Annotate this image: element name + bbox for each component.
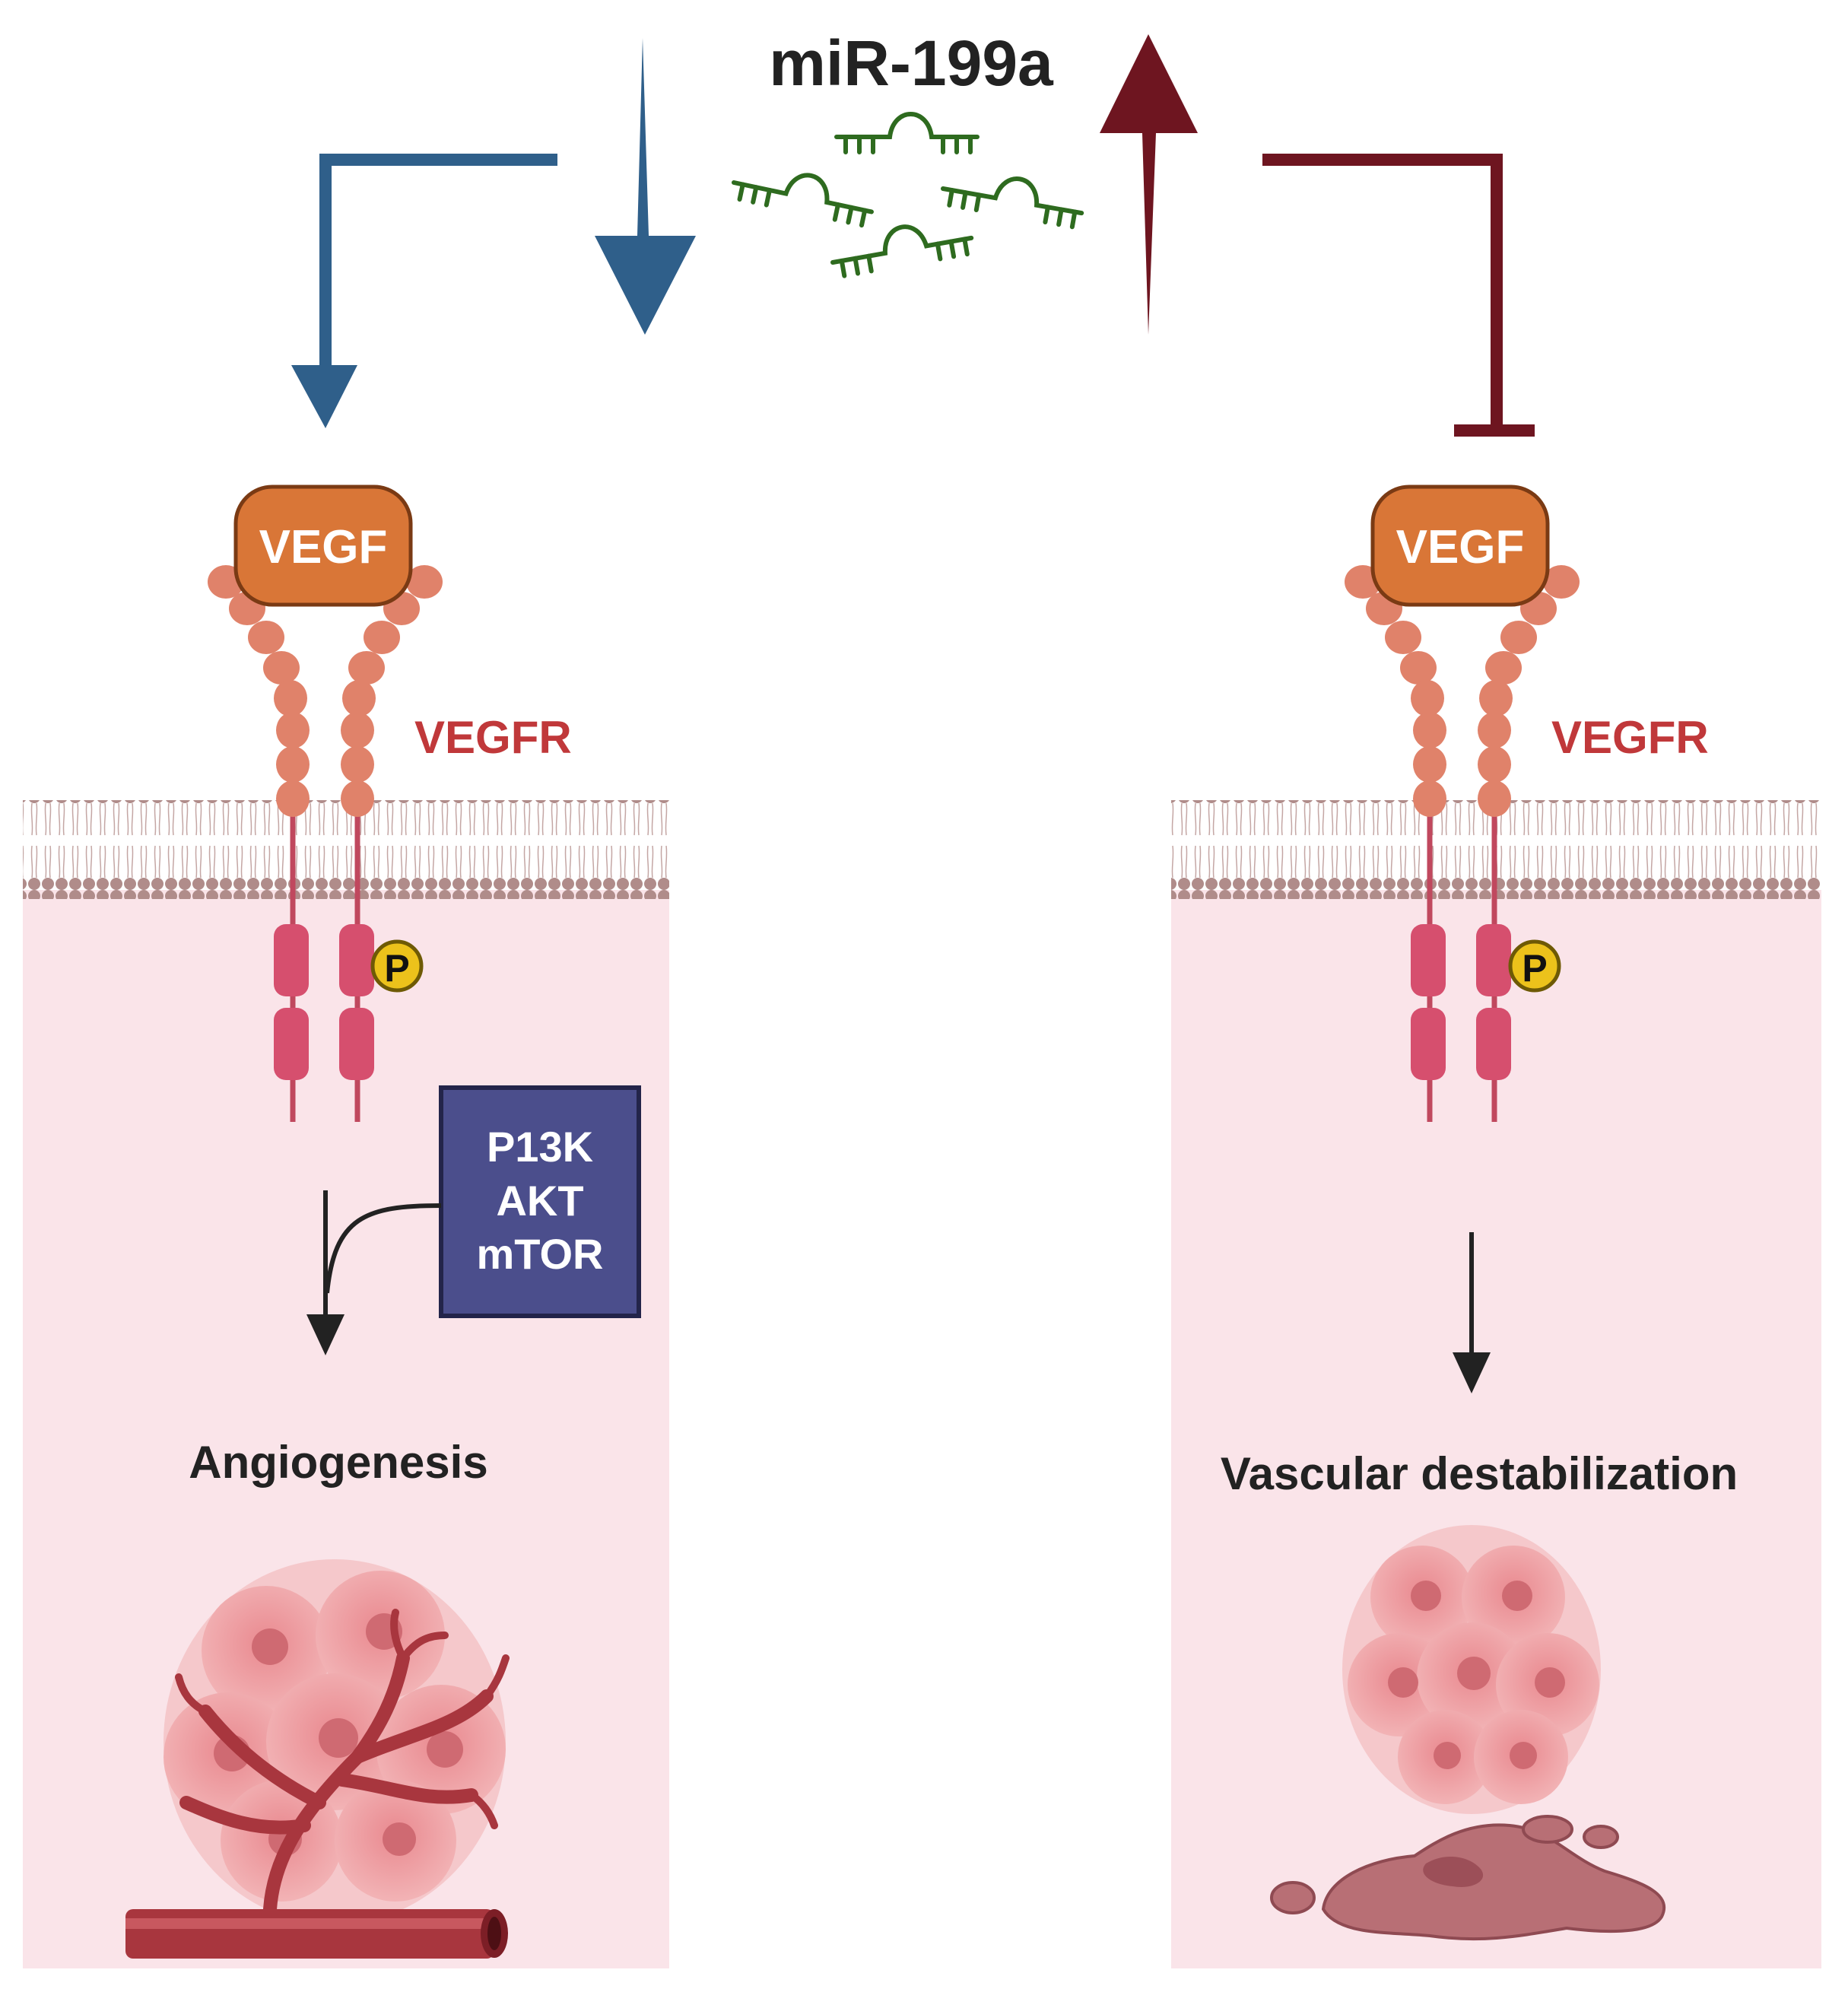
activation-connector: [291, 154, 557, 428]
decrease-arrow-icon: [595, 38, 696, 335]
phosphate-label: P: [384, 947, 409, 990]
title: miR-199a: [769, 27, 1054, 99]
signal-arrow: [323, 1190, 442, 1316]
right-outcome-label: Vascular destabilization: [1221, 1448, 1738, 1499]
mirna-cluster: [732, 112, 1084, 278]
mirna-strand-icon: [941, 176, 1084, 230]
cell-membrane: [23, 800, 669, 899]
phosphate-icon: [1508, 939, 1561, 993]
vegfr-label: VEGFR: [1551, 712, 1709, 763]
mirna-strand-icon: [830, 224, 974, 278]
increase-arrow-icon: [1100, 34, 1198, 335]
signal-arrowhead-icon: [306, 1314, 345, 1355]
degraded-vessel-icon: [1270, 1815, 1666, 1941]
pathway-line-1: P13K: [487, 1123, 593, 1171]
vegfr-receptor: [208, 565, 443, 817]
vascularized-tumor-icon: [164, 1559, 510, 1924]
phosphate-icon: [370, 939, 424, 993]
vegf-label: VEGF: [259, 521, 388, 574]
pathway-line-2: AKT: [496, 1177, 583, 1225]
activation-arrowhead-icon: [291, 365, 357, 428]
inhibition-connector: [1262, 154, 1535, 437]
vegfr-receptor: [1345, 565, 1580, 817]
vegfr-label: VEGFR: [414, 712, 572, 763]
phosphate-label: P: [1522, 947, 1547, 990]
vegf-label: VEGF: [1396, 521, 1525, 574]
blood-vessel-icon: [125, 1909, 508, 1959]
mirna-strand-icon: [732, 173, 874, 228]
destabilized-tumor-icon: [1342, 1525, 1601, 1814]
left-outcome-label: Angiogenesis: [189, 1437, 487, 1488]
right-panel: VEGF VEGFR P Vascular destabilization: [1171, 485, 1821, 1968]
pathway-box: [439, 1085, 641, 1318]
inhibition-bar-icon: [1454, 424, 1535, 437]
mirna-strand-icon: [834, 112, 980, 154]
signal-arrowhead-icon: [1453, 1352, 1491, 1393]
left-panel: VEGF VEGFR P P13K AKT mTOR Angiogenesis: [23, 485, 669, 1968]
pathway-line-3: mTOR: [477, 1230, 604, 1278]
vegf-ligand: [1370, 485, 1550, 607]
vegf-ligand: [233, 485, 413, 607]
